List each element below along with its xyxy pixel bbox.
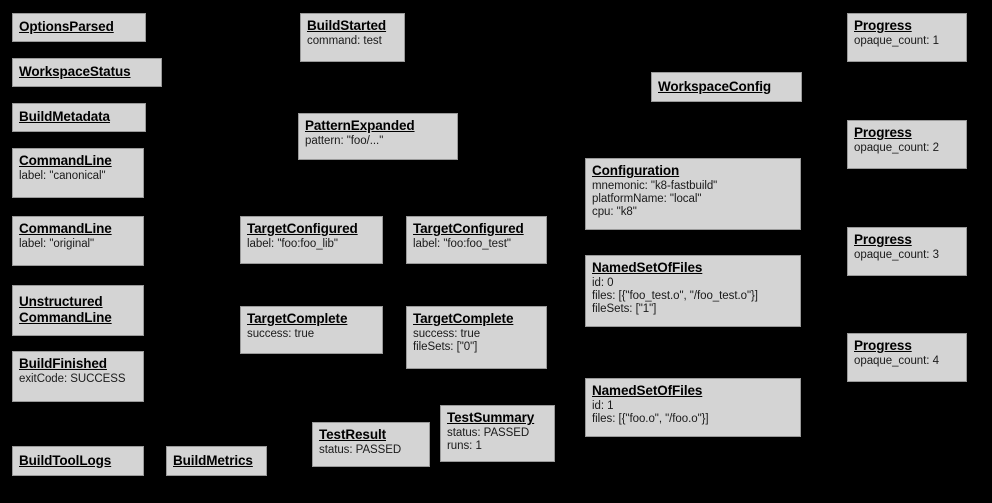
node-title: CommandLine (19, 153, 112, 168)
node-title: TargetComplete (413, 311, 514, 326)
node-attribute: files: [{"foo_test.o", "/foo_test.o"}] (592, 289, 758, 302)
node-attribute: success: true (413, 327, 481, 340)
node-title: BuildToolLogs (19, 452, 112, 468)
node-attribute: fileSets: ["1"] (592, 303, 657, 316)
node-workspace-status[interactable]: WorkspaceStatus (12, 58, 162, 87)
node-title: PatternExpanded (305, 118, 415, 133)
node-attributes: success: true (247, 328, 377, 341)
node-title: WorkspaceStatus (19, 64, 131, 80)
node-attribute: opaque_count: 2 (854, 141, 939, 154)
node-attributes: pattern: "foo/..." (305, 135, 452, 148)
node-title: TestSummary (447, 410, 535, 425)
node-attribute: command: test (307, 34, 382, 47)
node-options-parsed[interactable]: OptionsParsed (12, 13, 146, 42)
node-title: TestResult (319, 427, 387, 442)
node-attributes: exitCode: SUCCESS (19, 373, 138, 386)
node-title: Progress (854, 125, 912, 140)
node-attributes: opaque_count: 4 (854, 355, 961, 368)
node-title: Configuration (592, 163, 680, 178)
node-unstructured-command-line[interactable]: Unstructured CommandLine (12, 285, 144, 336)
node-title: BuildMetadata (19, 109, 110, 125)
node-attribute: opaque_count: 3 (854, 248, 939, 261)
node-attributes: opaque_count: 3 (854, 249, 961, 262)
node-attribute: opaque_count: 1 (854, 34, 939, 47)
node-attribute: files: [{"foo.o", "/foo.o"}] (592, 412, 709, 425)
node-title: Progress (854, 232, 912, 247)
node-attribute: opaque_count: 4 (854, 354, 939, 367)
node-attribute: label: "foo:foo_test" (413, 237, 511, 250)
node-attribute: mnemonic: "k8-fastbuild" (592, 179, 718, 192)
node-workspace-config[interactable]: WorkspaceConfig (651, 72, 802, 102)
node-attributes: status: PASSED (319, 444, 424, 457)
node-attributes: opaque_count: 1 (854, 35, 961, 48)
node-attribute: label: "foo:foo_lib" (247, 237, 338, 250)
node-title: BuildMetrics (173, 452, 253, 468)
node-attribute: label: "canonical" (19, 169, 106, 182)
node-title: BuildStarted (307, 18, 387, 33)
node-attribute: id: 1 (592, 399, 614, 412)
node-attribute: cpu: "k8" (592, 206, 637, 219)
node-title: TargetConfigured (247, 221, 358, 236)
node-title: NamedSetOfFiles (592, 260, 703, 275)
node-title: NamedSetOfFiles (592, 383, 703, 398)
node-attributes: label: "original" (19, 238, 138, 251)
node-build-metrics[interactable]: BuildMetrics (166, 446, 267, 476)
node-build-tool-logs[interactable]: BuildToolLogs (12, 446, 144, 476)
node-attribute: id: 0 (592, 276, 614, 289)
node-attribute: status: PASSED (447, 426, 530, 439)
node-attribute: platformName: "local" (592, 192, 702, 205)
node-attribute: status: PASSED (319, 443, 402, 456)
node-title: BuildFinished (19, 356, 107, 371)
node-attribute: fileSets: ["0"] (413, 340, 478, 353)
node-attributes: label: "foo:foo_test" (413, 238, 541, 251)
node-attributes: command: test (307, 35, 399, 48)
node-attribute: runs: 1 (447, 439, 482, 452)
node-attribute: success: true (247, 327, 315, 340)
node-attributes: label: "canonical" (19, 170, 138, 183)
node-title: TargetComplete (247, 311, 348, 326)
node-title: WorkspaceConfig (658, 78, 772, 94)
node-attribute: exitCode: SUCCESS (19, 372, 126, 385)
node-title: CommandLine (19, 221, 112, 236)
node-attribute: label: "original" (19, 237, 95, 250)
node-title: OptionsParsed (19, 19, 114, 35)
node-title: Progress (854, 338, 912, 353)
node-title: Progress (854, 18, 912, 33)
node-attributes: label: "foo:foo_lib" (247, 238, 377, 251)
node-title: Unstructured CommandLine (19, 294, 112, 325)
node-attributes: mnemonic: "k8-fastbuild"platformName: "l… (592, 180, 795, 220)
node-build-metadata[interactable]: BuildMetadata (12, 103, 146, 132)
node-attributes: opaque_count: 2 (854, 142, 961, 155)
node-attribute: pattern: "foo/..." (305, 134, 384, 147)
node-title: TargetConfigured (413, 221, 524, 236)
